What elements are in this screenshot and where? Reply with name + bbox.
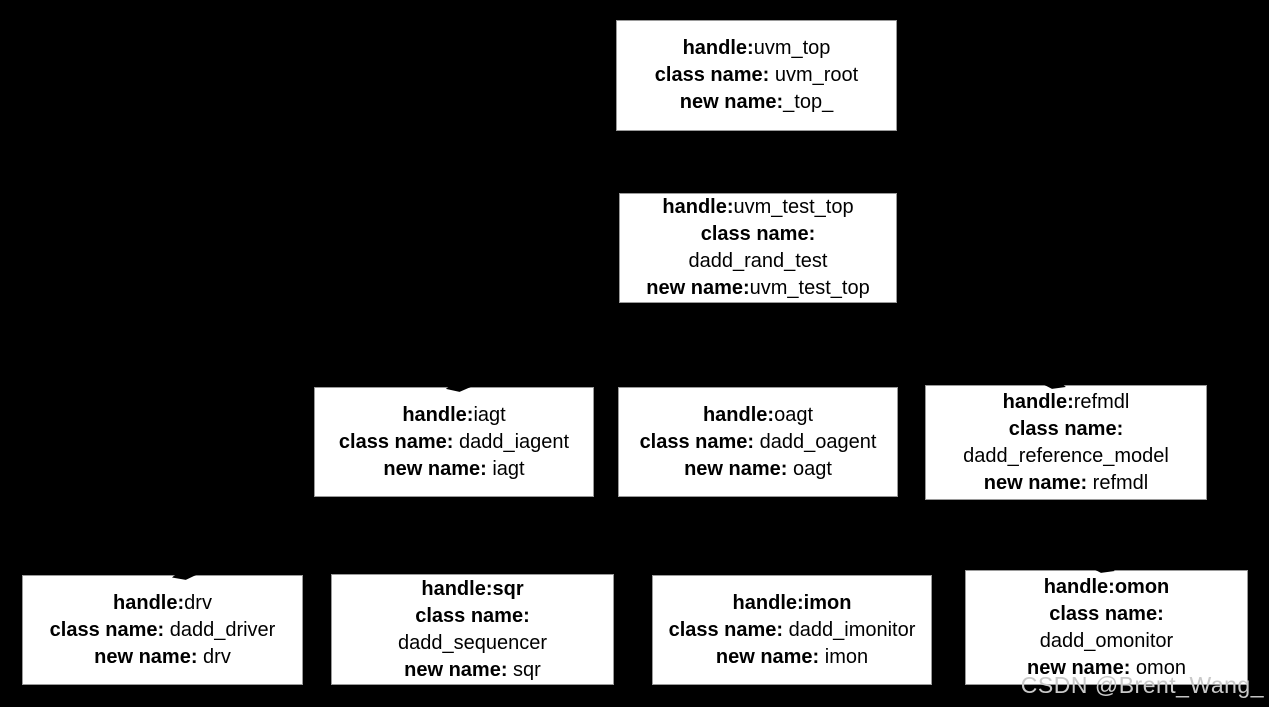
- node-line: handle:iagt: [402, 402, 505, 429]
- node-line: handle:omon: [1044, 574, 1170, 601]
- node-line: class name: dadd_driver: [50, 617, 276, 644]
- node-line: handle:imon: [733, 590, 852, 617]
- field-value: dadd_rand_test: [688, 250, 828, 272]
- field-label: new name:: [1027, 656, 1131, 679]
- arrowhead-icon-drv: [171, 563, 203, 584]
- node-line: new name: oagt: [684, 456, 832, 483]
- field-value: drv: [184, 591, 212, 614]
- field-label: new name:: [684, 457, 788, 480]
- node-line: new name: refmdl: [984, 470, 1148, 497]
- arrowhead-icon-refmdl: [1035, 372, 1067, 392]
- node-line: new name:_top_: [680, 89, 833, 116]
- field-value: uvm_test_top: [749, 277, 870, 299]
- field-value: dadd_iagent: [453, 430, 570, 453]
- field-value: imon: [819, 645, 869, 668]
- field-value: sqr: [507, 658, 541, 681]
- field-value: iagt: [486, 457, 525, 480]
- node-line: class name: uvm_root: [655, 62, 858, 89]
- field-value: dadd_sequencer: [397, 631, 547, 654]
- field-label: class name:: [654, 64, 770, 86]
- node-line: handle:uvm_test_top: [662, 194, 853, 221]
- field-value: oagt: [774, 403, 814, 426]
- node-line: handle:oagt: [703, 402, 813, 429]
- node-line: class name: dadd_imonitor: [669, 617, 916, 644]
- node-line: new name: omon: [1027, 655, 1186, 682]
- field-value: omon: [1130, 656, 1186, 679]
- node-line: class name:: [1049, 601, 1164, 628]
- arrowhead-icon-imon: [762, 557, 794, 577]
- node-line: handle:drv: [113, 590, 212, 617]
- field-value: _top_: [783, 91, 834, 113]
- node-line: new name: sqr: [404, 657, 541, 684]
- field-value: oagt: [787, 457, 832, 480]
- field-value: drv: [197, 645, 231, 668]
- node-line: handle:refmdl: [1003, 389, 1130, 416]
- node-line: class name:: [1009, 416, 1124, 443]
- field-value: dadd_reference_model: [963, 444, 1169, 467]
- field-label: class name:: [1049, 602, 1164, 625]
- node-line: dadd_reference_model: [963, 443, 1169, 470]
- field-label: handle:: [113, 591, 185, 614]
- node-line: new name: drv: [94, 644, 231, 671]
- field-value: iagt: [473, 403, 506, 426]
- field-value: dadd_driver: [164, 618, 276, 641]
- field-label: new name:: [94, 645, 198, 668]
- watermark: CSDN @Brent_Wang_: [1020, 672, 1264, 698]
- field-label: class name:: [700, 223, 816, 245]
- node-line: handle:sqr: [421, 576, 523, 603]
- field-label: handle:: [682, 37, 754, 59]
- field-value: dadd_omonitor: [1039, 629, 1174, 652]
- field-label: handle:: [402, 403, 474, 426]
- node-line: new name: imon: [716, 644, 868, 671]
- field-label: new name:: [983, 471, 1088, 494]
- field-label: new name:: [679, 91, 784, 113]
- field-label: new name:: [646, 277, 750, 299]
- node-line: dadd_rand_test: [688, 248, 827, 275]
- node-line: new name:uvm_test_top: [646, 275, 869, 302]
- field-label: class name:: [415, 604, 530, 627]
- field-value: refmdl: [1087, 471, 1149, 494]
- node-line: dadd_omonitor: [1040, 628, 1173, 655]
- node-line: handle:uvm_top: [683, 35, 831, 62]
- node-line: class name:: [415, 603, 530, 630]
- field-value: uvm_top: [753, 37, 831, 59]
- field-label: class name:: [1008, 417, 1124, 440]
- node-line: class name: dadd_iagent: [339, 429, 569, 456]
- field-label: handle:: [662, 196, 734, 218]
- field-value: uvm_root: [769, 64, 859, 86]
- node-line: class name: dadd_oagent: [640, 429, 877, 456]
- field-label: new name:: [404, 658, 508, 681]
- field-label: handle:omon: [1043, 575, 1170, 598]
- field-label: handle:: [1002, 390, 1074, 413]
- field-label: class name:: [49, 618, 165, 641]
- field-label: class name:: [668, 618, 784, 641]
- arrowhead-icon-omon: [1084, 556, 1116, 576]
- field-value: refmdl: [1073, 390, 1130, 413]
- field-value: dadd_oagent: [754, 430, 877, 453]
- arrowhead-icon-iagt: [445, 374, 478, 396]
- field-label: new name:: [715, 645, 820, 668]
- field-label: class name:: [338, 430, 454, 453]
- node-line: class name:: [701, 221, 816, 248]
- field-label: new name:: [383, 457, 487, 480]
- node-line: dadd_sequencer: [398, 630, 547, 657]
- field-label: handle:: [702, 403, 775, 426]
- field-label: handle:imon: [732, 591, 852, 614]
- field-value: uvm_test_top: [733, 196, 854, 218]
- field-value: dadd_imonitor: [783, 618, 916, 641]
- field-label: class name:: [639, 430, 755, 453]
- field-label: handle:sqr: [421, 577, 524, 600]
- node-line: new name: iagt: [383, 456, 524, 483]
